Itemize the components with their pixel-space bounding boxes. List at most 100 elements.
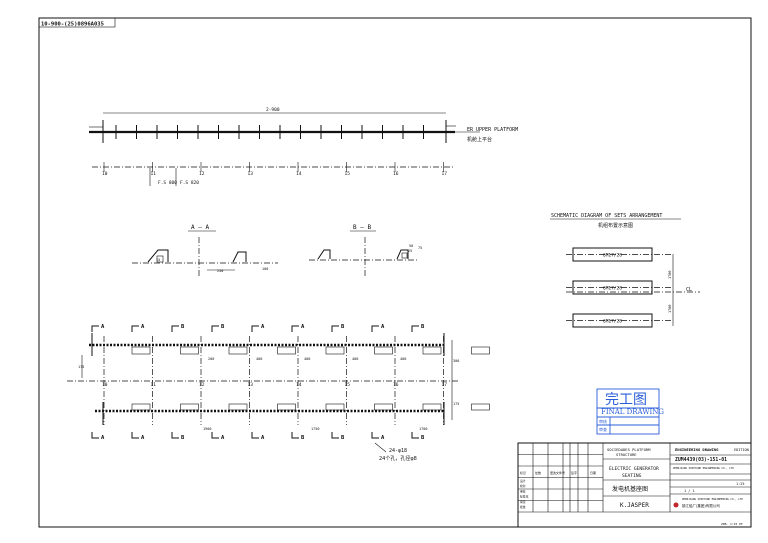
bolt-pad bbox=[131, 346, 151, 355]
plan-frame-label: 15 bbox=[345, 382, 351, 388]
section-a-a: A — A 15 240 100 bbox=[132, 224, 278, 278]
plan-frame-label: 14 bbox=[296, 382, 302, 388]
plan-dim-top: 200 bbox=[208, 357, 214, 361]
schematic-title-en: SCHEMATIC DIAGRAM OF SETS ARRANGEMENT bbox=[551, 213, 662, 219]
section-mark-label: B bbox=[181, 324, 185, 330]
section-mark bbox=[171, 325, 179, 332]
section-mark-label: A bbox=[221, 435, 225, 441]
society-sub: STRUCTURE bbox=[616, 452, 637, 457]
bolt-pad bbox=[180, 346, 199, 355]
role-label: 批准 bbox=[520, 505, 526, 509]
section-b-title: B — B bbox=[353, 224, 371, 231]
bolt-pad bbox=[471, 346, 490, 355]
edition-label: EDITION bbox=[734, 448, 749, 452]
section-a-dim-3: 100 bbox=[262, 267, 268, 271]
frame-label: 13 bbox=[248, 171, 254, 177]
section-mark bbox=[371, 432, 379, 439]
ship-name: K.JASPER bbox=[620, 502, 649, 509]
frame-label: 16 bbox=[393, 171, 399, 177]
stamp-row-2: 审查 bbox=[599, 426, 607, 432]
frame-label: 17 bbox=[442, 171, 448, 177]
bolt-pad bbox=[374, 403, 393, 411]
plan-side-dim-1: 300 bbox=[453, 359, 459, 363]
section-a-dim-2: 240 bbox=[217, 269, 223, 273]
plan-frame-label: 12 bbox=[199, 382, 205, 388]
section-mark bbox=[331, 325, 339, 332]
bolt-pad bbox=[471, 403, 490, 411]
stamp-en: FINAL DRAWING bbox=[601, 408, 664, 416]
yard-name: ZHENJIANG SHIPYARD ENGINEERING CO., LTD bbox=[673, 466, 734, 470]
plan-dim-top: 400 bbox=[400, 357, 406, 361]
bolt-pad bbox=[228, 346, 248, 355]
plan-side-dim-2: 175 bbox=[453, 402, 459, 406]
drawing-type: ENGINEERING DRAWING bbox=[675, 447, 719, 452]
generator-set-label: 6M17/28 bbox=[603, 319, 622, 325]
rev-header: 处数 bbox=[535, 470, 541, 475]
sheet-value: 1 / 1 bbox=[684, 489, 695, 493]
section-b-b: B — B 50 25 75 bbox=[309, 224, 422, 276]
role-label: 标准化 bbox=[520, 495, 529, 499]
drawing-number-text: 10-900-(25)0896A035 bbox=[41, 22, 104, 28]
bolt-pad bbox=[422, 346, 442, 355]
footer-tag: 20B. 1:25 0F bbox=[721, 522, 743, 526]
section-mark-label: A bbox=[301, 324, 305, 330]
bolt-pad bbox=[325, 346, 345, 355]
title-en-line-1: ELECTRIC GENERATOR bbox=[609, 466, 659, 472]
rev-header: 签字 bbox=[571, 470, 577, 475]
bolt-pad bbox=[325, 403, 345, 411]
fs-left-label: F.S 800 bbox=[158, 180, 177, 186]
sheet-border bbox=[38, 17, 752, 528]
role-label: 审定 bbox=[520, 500, 526, 504]
plan-frame-label: 17 bbox=[442, 382, 448, 388]
bolt-pad bbox=[180, 403, 199, 411]
title-cn: 发电机基座图 bbox=[612, 485, 648, 493]
schematic-dim-2: 1700 bbox=[668, 305, 672, 313]
section-mark bbox=[291, 432, 299, 439]
section-mark-label: B bbox=[421, 435, 425, 441]
sets-arrangement-schematic: SCHEMATIC DIAGRAM OF SETS ARRANGEMENT 机组… bbox=[550, 213, 700, 328]
bolt-note-cn: 24个孔，孔径φ8 bbox=[379, 455, 417, 462]
schematic-title-cn: 机组布置示意图 bbox=[598, 222, 633, 229]
section-mark-label: A bbox=[101, 324, 105, 330]
schematic-centerline: CL bbox=[686, 287, 692, 293]
section-mark bbox=[291, 325, 299, 332]
bolt-pad bbox=[422, 403, 442, 411]
section-mark-label: A bbox=[261, 324, 265, 330]
generator-set-label: 6M17/28 bbox=[603, 253, 622, 259]
generator-set-label: 6M17/28 bbox=[603, 286, 622, 292]
section-mark-label: A bbox=[141, 324, 145, 330]
section-mark bbox=[411, 325, 419, 332]
frame-label: 14 bbox=[296, 171, 302, 177]
bolt-pad bbox=[277, 403, 296, 411]
platform-label-en: ER UPPER PLATFORM bbox=[467, 127, 518, 133]
section-mark-label: A bbox=[141, 435, 145, 441]
plan-dim-bottom: 1750 bbox=[311, 427, 319, 431]
plan-dim-top: 400 bbox=[304, 357, 310, 361]
title-block: 标记处数更改文件号签字日期设计校对审核标准化审定批准 SOCIEDADES PL… bbox=[517, 442, 752, 528]
bolt-note: 24-φ18 bbox=[389, 448, 407, 454]
section-mark bbox=[91, 432, 99, 439]
yard-logo bbox=[673, 502, 679, 508]
section-a-dim-1: 15 bbox=[156, 258, 160, 262]
section-mark-label: A bbox=[381, 324, 385, 330]
bolt-pad bbox=[228, 403, 248, 411]
plan-dim-bottom: 1900 bbox=[203, 427, 211, 431]
section-mark bbox=[251, 325, 259, 332]
frame-label: 15 bbox=[345, 171, 351, 177]
bolt-pad bbox=[374, 346, 393, 355]
final-drawing-stamp: 完工图 FINAL DRAWING 审核 审查 bbox=[596, 388, 664, 435]
section-mark bbox=[131, 325, 139, 332]
section-mark bbox=[331, 432, 339, 439]
stamp-row-1: 审核 bbox=[599, 418, 607, 424]
bolt-pad bbox=[277, 346, 296, 355]
section-mark-label: A bbox=[261, 435, 265, 441]
plan-left-dim: 175 bbox=[78, 365, 84, 369]
yard-name-2: ZHENJIANG SHIPYARD ENGINEERING CO., LTD bbox=[682, 497, 743, 501]
section-mark bbox=[371, 325, 379, 332]
overall-dimension: 2-900 bbox=[266, 107, 280, 113]
section-mark bbox=[171, 432, 179, 439]
role-label: 校对 bbox=[520, 484, 526, 488]
section-mark-label: B bbox=[341, 324, 345, 330]
plan-frame-label: 11 bbox=[151, 382, 157, 388]
